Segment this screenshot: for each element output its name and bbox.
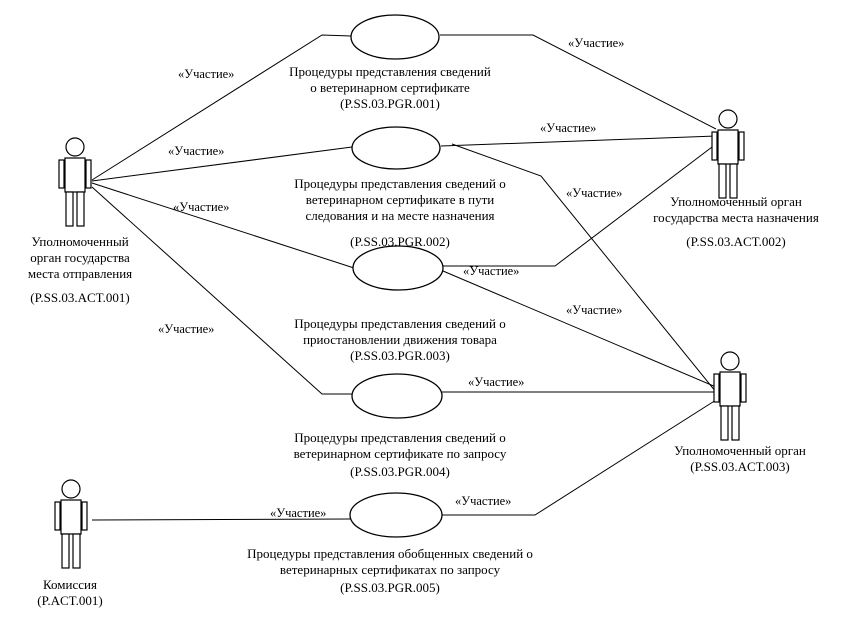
- actor-torso: [717, 129, 739, 165]
- actor-left-arm: [711, 131, 718, 161]
- actor-figure-act002: [711, 109, 745, 199]
- association-line-com-pgr005: [91, 518, 351, 521]
- usecase-pgr002-code: (P.SS.03.PGR.002): [350, 234, 450, 249]
- actor-right-arm: [81, 501, 88, 531]
- assoc-label-com-pgr005: «Участие»: [270, 506, 327, 520]
- assoc-label-pgr005-act003: «Участие»: [455, 494, 512, 508]
- actor-figure-com: [54, 479, 88, 569]
- actor-left-arm: [54, 501, 61, 531]
- assoc-label-act001-pgr003: «Участие»: [173, 200, 230, 214]
- usecase-pgr001-code: (P.SS.03.PGR.001): [340, 96, 440, 111]
- actor-left-leg: [65, 191, 74, 227]
- actor-left-arm: [713, 373, 720, 403]
- usecase-pgr001-name: Процедуры представления сведений о ветер…: [289, 64, 491, 95]
- actor-left-arm: [58, 159, 65, 189]
- actor-com-code: (P.ACT.001): [37, 593, 103, 608]
- actor-torso: [719, 371, 741, 407]
- association-line-pgr005-act003: [442, 399, 717, 516]
- usecase-pgr004-name: Процедуры представления сведений о ветер…: [293, 430, 507, 461]
- actor-act001-code: (P.SS.03.ACT.001): [30, 290, 130, 305]
- actor-head: [718, 109, 738, 129]
- actor-act001-name: Уполномоченный орган государства места о…: [27, 234, 133, 281]
- usecase-pgr003-name: Процедуры представления сведений о приос…: [294, 316, 506, 347]
- actor-right-arm: [740, 373, 747, 403]
- actor-right-leg: [76, 191, 85, 227]
- association-line-pgr003-act003: [442, 270, 717, 388]
- usecase-ellipse-pgr005: [349, 492, 443, 538]
- assoc-label-pgr003-act002: «Участие»: [463, 264, 520, 278]
- actor-right-leg: [72, 533, 81, 569]
- association-line-act001-pgr003: [91, 182, 355, 269]
- actor-act002-code: (P.SS.03.ACT.002): [686, 234, 786, 249]
- assoc-label-act001-pgr004: «Участие»: [158, 322, 215, 336]
- assoc-label-pgr002-act002: «Участие»: [540, 121, 597, 135]
- association-line-pgr002-act002: [440, 135, 717, 147]
- actor-figure-act003: [713, 351, 747, 441]
- actor-act002-name: Уполномоченный орган государства места н…: [653, 194, 819, 225]
- usecase-ellipse-pgr003: [352, 245, 444, 291]
- actor-left-leg: [718, 163, 727, 199]
- association-line-act001-pgr002: [91, 146, 353, 182]
- usecase-pgr004-code: (P.SS.03.PGR.004): [350, 464, 450, 479]
- usecase-ellipse-pgr002: [351, 126, 441, 170]
- assoc-label-pgr002-act003: «Участие»: [566, 186, 623, 200]
- actor-right-leg: [731, 405, 740, 441]
- usecase-ellipse-pgr001: [350, 14, 440, 60]
- actor-left-leg: [61, 533, 70, 569]
- actor-figure-act001: [58, 137, 92, 227]
- actor-head: [65, 137, 85, 157]
- association-line-act001-pgr004: [91, 186, 352, 395]
- actor-right-leg: [729, 163, 738, 199]
- assoc-label-pgr003-act003: «Участие»: [566, 303, 623, 317]
- actor-act003-name: Уполномоченный орган: [674, 443, 806, 458]
- actor-com-name: Комиссия: [43, 577, 97, 592]
- association-line-pgr003-act002: [442, 143, 717, 267]
- actor-torso: [60, 499, 82, 535]
- usecase-ellipse-pgr004: [351, 373, 443, 419]
- association-line-pgr002-act003: [451, 143, 717, 393]
- assoc-label-pgr004-act003: «Участие»: [468, 375, 525, 389]
- usecase-pgr005-name: Процедуры представления обобщенных сведе…: [247, 546, 533, 577]
- usecase-pgr003-code: (P.SS.03.PGR.003): [350, 348, 450, 363]
- actor-right-arm: [85, 159, 92, 189]
- usecase-pgr005-code: (P.SS.03.PGR.005): [340, 580, 440, 595]
- actor-head: [61, 479, 81, 499]
- actor-right-arm: [738, 131, 745, 161]
- actor-torso: [64, 157, 86, 193]
- actor-left-leg: [720, 405, 729, 441]
- actor-head: [720, 351, 740, 371]
- assoc-label-act001-pgr002: «Участие»: [168, 144, 225, 158]
- actor-act003-code: (P.SS.03.ACT.003): [690, 459, 790, 474]
- assoc-label-act001-pgr001: «Участие»: [178, 67, 235, 81]
- association-line-act001-pgr001: [91, 34, 352, 181]
- association-line-pgr001-act002: [440, 34, 717, 130]
- assoc-label-pgr001-act002: «Участие»: [568, 36, 625, 50]
- usecase-pgr002-name: Процедуры представления сведений о ветер…: [294, 176, 506, 223]
